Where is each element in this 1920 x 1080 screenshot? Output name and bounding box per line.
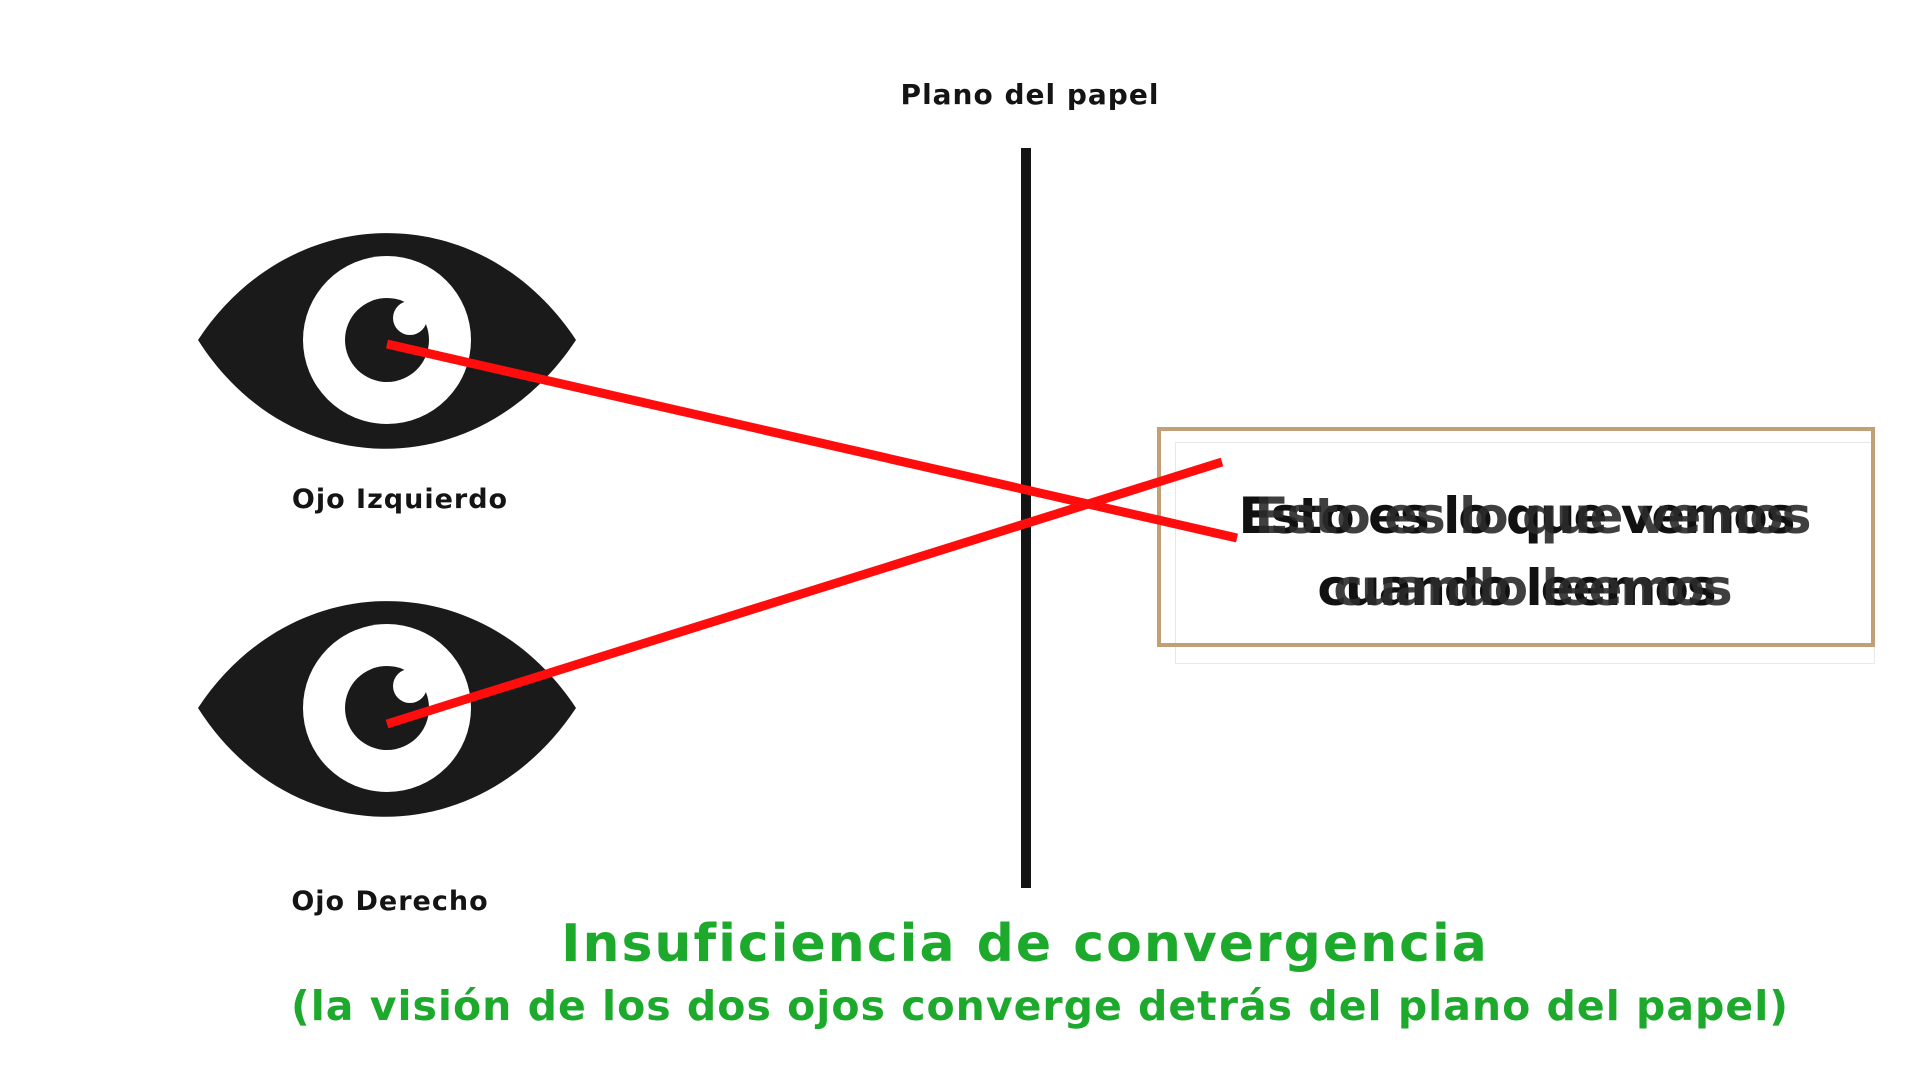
perceived-text-line-2: cuando leemos cuando leemos <box>1157 552 1875 624</box>
left-eye-icon <box>198 233 576 449</box>
perceived-text-line-2-primary: cuando leemos <box>1317 559 1716 617</box>
right-eye-sight-line <box>385 457 1224 729</box>
right-eye-label: Ojo Derecho <box>291 886 489 917</box>
right-eye-icon <box>198 601 576 817</box>
paper-plane-line <box>1021 148 1031 888</box>
left-eye-label: Ojo Izquierdo <box>291 484 509 515</box>
perceived-text-line-1-ghost: Esto es lo que vemos <box>1254 487 1812 545</box>
perceived-text-line-2-ghost: cuando leemos <box>1333 559 1732 617</box>
paper-plane-label: Plano del papel <box>900 78 1160 111</box>
caption-subtitle: (la visión de los dos ojos converge detr… <box>291 982 1789 1030</box>
perceived-text-line-1: Esto es lo que vemos Esto es lo que vemo… <box>1157 480 1875 552</box>
perceived-double-text: Esto es lo que vemos Esto es lo que vemo… <box>1157 480 1875 624</box>
caption-title: Insuficiencia de convergencia <box>561 914 1489 974</box>
perceived-text-line-1-primary: Esto es lo que vemos <box>1238 487 1796 545</box>
perceived-text-box <box>1157 427 1875 647</box>
